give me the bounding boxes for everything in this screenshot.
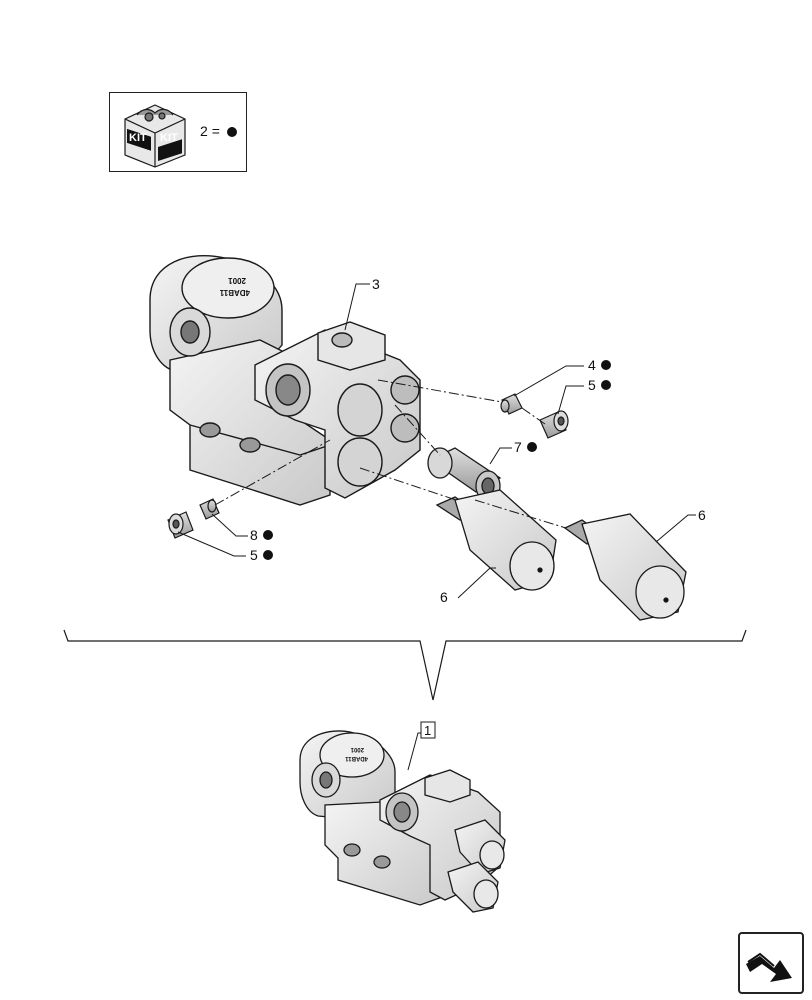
assembled-marking-line-2: 2001 [350,746,364,752]
next-page-arrow-icon [746,952,792,982]
kit-legend-number: 2 [200,123,208,139]
kit-box-icon: KIT KIT [124,104,186,168]
bullet-icon [226,127,237,138]
callout-3: 3 [372,276,380,292]
callout-1-label: 1 [424,723,431,738]
next-page-button[interactable] [738,932,804,994]
bullet-icon [527,442,537,452]
callout-6-right: 6 [698,507,706,523]
leader-lines [177,283,696,599]
callout-4: 4 [588,357,596,373]
part-8-pin [199,498,220,520]
bullet-icon [601,360,611,370]
callout-8: 8 [250,527,258,543]
kit-legend-operator: = [211,123,220,139]
callout-7: 7 [514,439,522,455]
body-marking-line-2: 2001 [228,276,246,285]
kit-label-left: KIT [129,132,147,144]
part-5-screw-left [167,511,194,539]
assembly-axes [214,379,567,529]
body-marking: 4DAB11 2001 [219,276,250,297]
kit-legend-entry: 2 = [200,123,237,139]
callout-6-left: 6 [440,589,448,605]
kit-legend: KIT KIT 2 = [109,92,247,172]
assembled-marking-line-1: 4DAB11 [345,755,368,761]
body-marking-line-1: 4DAB11 [219,288,250,297]
assembled-valve [299,730,506,913]
bullet-icon [263,550,273,560]
part-6-relief-valve-left [435,489,557,591]
bullet-icon [601,380,611,390]
assembly-brace [63,629,747,701]
bullet-icon [263,530,273,540]
callout-5-right: 5 [588,377,596,393]
valve-body [149,254,421,506]
part-4-pin [500,393,523,415]
kit-label-right: KIT [160,132,178,144]
part-6-relief-valve-right [563,513,687,621]
assembled-body-marking: 4DAB11 2001 [345,746,368,761]
part-5-screw-right [539,410,569,439]
callouts: 3 4 5 7 8 5 6 6 [250,276,706,605]
callout-1: 1 [407,721,436,771]
callout-5-left: 5 [250,547,258,563]
